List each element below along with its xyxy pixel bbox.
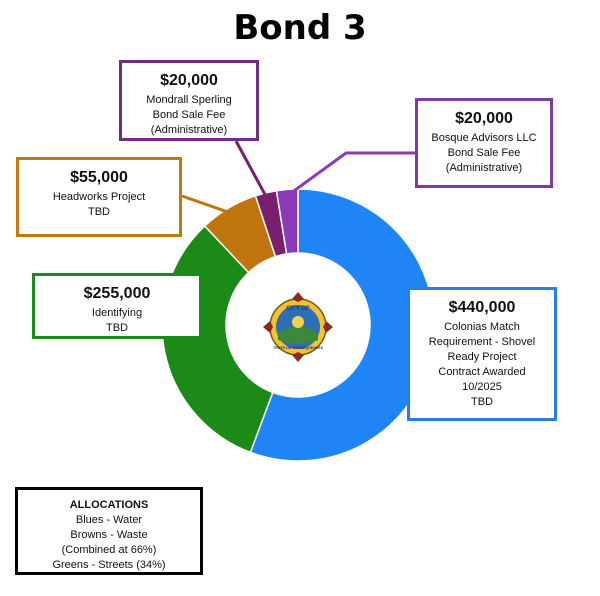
city-seal-icon: CITY OF TRUTH OR CONSEQUENCES bbox=[263, 292, 333, 362]
callout-line: 10/2025 bbox=[462, 381, 502, 393]
callout-identifying: $255,000 Identifying TBD bbox=[32, 273, 202, 339]
callout-line: TBD bbox=[471, 396, 493, 408]
callout-line: TBD bbox=[88, 206, 110, 218]
callout-bosque-advisors: $20,000 Bosque Advisors LLC Bond Sale Fe… bbox=[415, 98, 553, 188]
callout-amount: $55,000 bbox=[70, 169, 128, 186]
callout-line: Ready Project bbox=[447, 351, 517, 363]
callout-mondrall-sperling: $20,000 Mondrall Sperling Bond Sale Fee … bbox=[119, 60, 259, 141]
callout-line: TBD bbox=[106, 322, 128, 334]
callout-amount: $255,000 bbox=[83, 285, 151, 302]
callout-line: Requirement - Shovel bbox=[428, 336, 536, 348]
leader-line bbox=[181, 194, 233, 215]
allocations-legend: ALLOCATIONS Blues - Water Browns - Waste… bbox=[15, 487, 203, 575]
callout-line: Bond Sale Fee bbox=[152, 109, 226, 121]
legend-line: Browns - Waste bbox=[70, 529, 148, 541]
legend-line: (Combined at 66%) bbox=[61, 544, 157, 556]
callout-line: Colonias Match bbox=[444, 321, 520, 333]
callout-amount: $20,000 bbox=[160, 72, 218, 89]
callout-line: (Administrative) bbox=[445, 162, 523, 174]
legend-heading: ALLOCATIONS bbox=[69, 499, 149, 511]
leader-line bbox=[234, 140, 269, 200]
callout-headworks: $55,000 Headworks Project TBD bbox=[16, 157, 182, 237]
callout-amount: $20,000 bbox=[455, 110, 513, 127]
callout-colonias-match: $440,000 Colonias Match Requirement - Sh… bbox=[407, 287, 557, 421]
seal-bottom-text: TRUTH OR CONSEQUENCES bbox=[273, 346, 324, 350]
callout-line: Headworks Project bbox=[52, 191, 146, 203]
callout-line: Mondrall Sperling bbox=[146, 94, 232, 106]
callout-line: Identifying bbox=[91, 307, 143, 319]
leader-line bbox=[286, 151, 415, 197]
callout-amount: $440,000 bbox=[448, 299, 516, 316]
legend-line: Greens - Streets (34%) bbox=[52, 559, 166, 571]
donut-slice bbox=[275, 188, 299, 255]
callout-line: Bond Sale Fee bbox=[447, 147, 521, 159]
callout-line: (Administrative) bbox=[150, 124, 228, 136]
legend-line: Blues - Water bbox=[75, 514, 143, 526]
chart-title: Bond 3 bbox=[233, 8, 367, 48]
donut-slice bbox=[249, 188, 435, 462]
callout-line: Contract Awarded bbox=[438, 366, 526, 378]
seal-top-text: CITY OF bbox=[286, 306, 310, 312]
callout-line: Bosque Advisors LLC bbox=[431, 132, 537, 144]
